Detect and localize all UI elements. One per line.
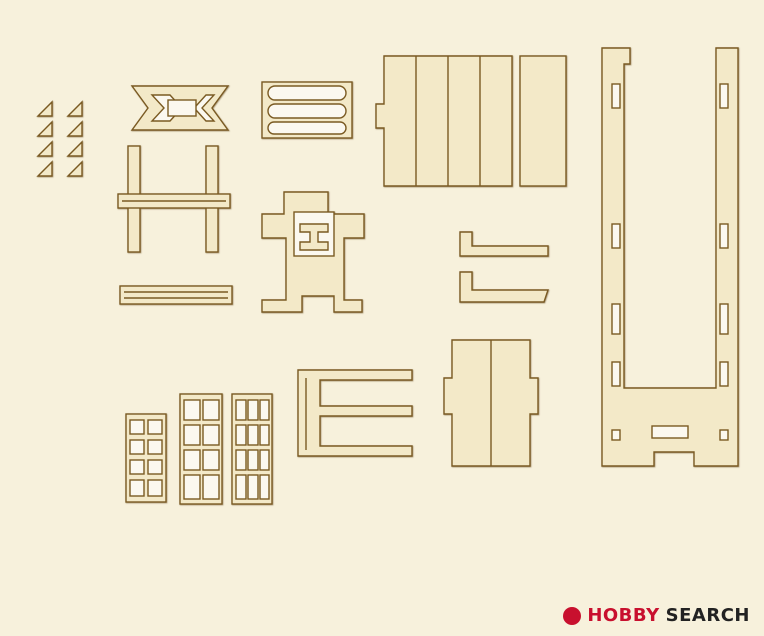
l-bracket-parts — [459, 231, 549, 303]
watermark-suffix: SEARCH — [665, 605, 750, 626]
cross-bracket-part — [261, 191, 365, 313]
e-comb-part — [297, 369, 413, 457]
double-door-part — [443, 339, 539, 467]
window-grid-middle — [179, 393, 223, 505]
hourglass-frame-part — [130, 85, 230, 131]
watermark-brand: HOBBY — [587, 605, 660, 626]
oval-slots-part — [261, 81, 353, 139]
tall-side-frame-part — [601, 47, 739, 467]
single-panel-part — [519, 55, 567, 187]
four-panel-part — [375, 55, 513, 187]
hobby-search-logo-icon — [563, 606, 582, 625]
small-bracket-group — [36, 100, 83, 177]
long-rail-part — [119, 285, 233, 305]
window-grid-right — [231, 393, 273, 505]
window-grid-left — [125, 413, 167, 503]
h-frame-part — [117, 145, 231, 253]
watermark: HOBBY SEARCH — [563, 605, 750, 626]
